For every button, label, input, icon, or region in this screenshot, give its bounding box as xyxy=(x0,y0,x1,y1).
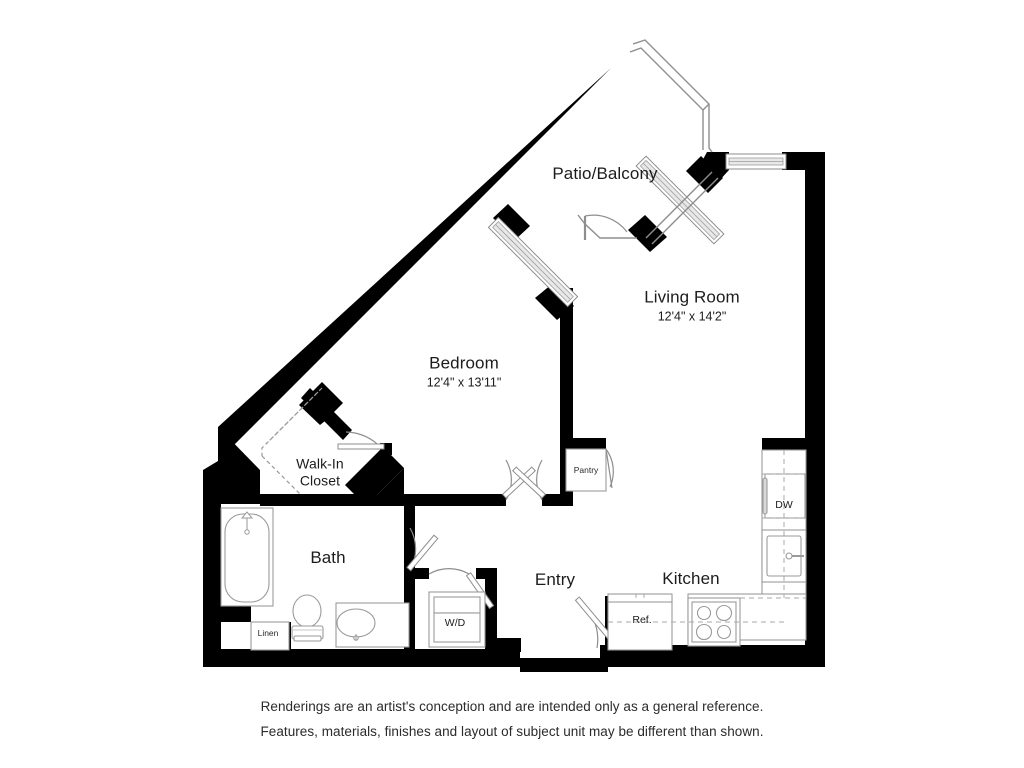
tub-alcove-wall xyxy=(221,604,251,622)
dishwasher-handle xyxy=(762,477,768,515)
bedroom-slider-door xyxy=(487,216,579,308)
dishwasher-box xyxy=(764,473,806,519)
kitchen-fixtures xyxy=(607,449,807,651)
south-exterior-wall-left xyxy=(203,649,495,667)
bedroom-slider-jamb-nw xyxy=(493,204,530,240)
south-exterior-wall-entry xyxy=(520,658,608,672)
wd-closet-right-wall xyxy=(485,568,497,650)
bedroom-south-wall-left xyxy=(404,494,500,506)
bedroom-door-leaf xyxy=(501,466,536,499)
walls xyxy=(203,44,825,672)
north-wall-right-of-window xyxy=(782,152,825,170)
vanity-counter xyxy=(335,602,410,648)
windows-and-sliders xyxy=(487,153,787,308)
toilet-fixture xyxy=(291,594,324,642)
washer-dryer-unit xyxy=(428,591,486,648)
patio-railing xyxy=(577,39,719,245)
shower-head-icon xyxy=(240,511,254,535)
patio-slider-jamb-sw xyxy=(628,215,667,252)
wd-door-arc xyxy=(428,568,470,575)
range-cooktop xyxy=(687,597,741,647)
closet-shelving xyxy=(261,387,323,495)
entry-threshold-left xyxy=(497,638,521,652)
patio-slider-door xyxy=(635,155,725,245)
kitchen-north-wall xyxy=(762,438,807,450)
closet-shelf-sw xyxy=(261,455,301,495)
patio-rail-slider-edge xyxy=(651,177,719,245)
bedroom-door-leaf-2 xyxy=(512,466,547,499)
bath-top-wall xyxy=(260,494,410,506)
pantry-box xyxy=(565,448,607,492)
entry-recess-wall-left xyxy=(485,650,520,667)
bath-west-exterior-wall xyxy=(203,504,221,667)
door-swings xyxy=(337,214,628,649)
disclaimer: Renderings are an artist's conception an… xyxy=(0,694,1024,744)
closet-shelf-nw xyxy=(261,391,319,456)
sink-drain xyxy=(785,552,793,560)
disclaimer-line-1: Renderings are an artist's conception an… xyxy=(260,699,764,714)
patio-door-arc xyxy=(584,214,628,233)
bedroom-door-leaf-2-g xyxy=(512,466,547,499)
diagonal-exterior-wall xyxy=(218,44,635,461)
closet-upper-wall-b xyxy=(299,400,325,425)
bath-door-leaf-g xyxy=(406,534,439,572)
dashed-overlays xyxy=(608,450,806,623)
wd-closet-left-jamb xyxy=(404,568,429,579)
linen-closet-box xyxy=(250,621,290,651)
dishwasher-label: DW xyxy=(775,499,793,511)
patio-corner-block xyxy=(700,152,729,182)
bath-door-leaf xyxy=(406,534,439,572)
closet-top-jamb xyxy=(301,388,352,440)
bath-fixtures xyxy=(220,507,410,651)
wd-closet-top-right-jamb xyxy=(476,568,497,579)
north-window xyxy=(725,153,787,170)
refrigerator-top xyxy=(607,593,673,603)
lower-left-corner-wall xyxy=(203,427,260,504)
washer-dryer-label: W/D xyxy=(444,617,466,629)
pantry-top-wall xyxy=(560,438,606,449)
bedroom-door-jamb xyxy=(496,494,506,506)
closet-lower-right-wall xyxy=(345,447,404,506)
east-exterior-wall xyxy=(805,152,825,667)
bath-east-wall xyxy=(404,506,415,568)
vanity-sink-bowl xyxy=(336,608,376,638)
disclaimer-line-2: Features, materials, finishes and layout… xyxy=(260,724,764,739)
bedroom-door-leaf-g xyxy=(501,466,536,499)
pantry-label: Pantry xyxy=(573,465,599,475)
patio-slider-jamb-ne xyxy=(686,156,723,193)
refrigerator-label: Ref. xyxy=(632,614,652,626)
patio-rail-slider-edge2 xyxy=(645,171,713,239)
refrigerator-box xyxy=(607,597,673,651)
bedroom-slider-jamb-se xyxy=(535,284,574,320)
patio-west-rail xyxy=(577,214,637,239)
closet-shelf-nw2 xyxy=(265,387,323,445)
linen-closet-label: Linen xyxy=(257,628,279,638)
patio-outline-inner xyxy=(629,47,704,150)
closet-door-leaf xyxy=(337,443,385,450)
patio-outline-outer xyxy=(632,39,713,153)
